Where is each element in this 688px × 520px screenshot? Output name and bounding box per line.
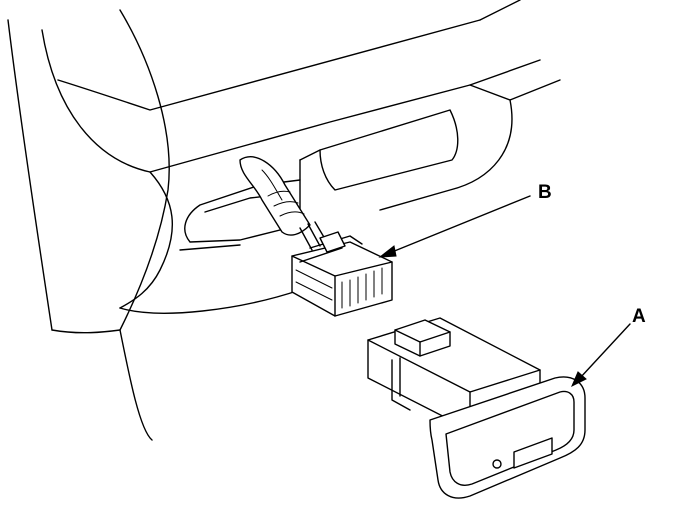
connector-b [291, 231, 393, 317]
callout-label-b: B [538, 182, 552, 203]
callout-label-a: A [632, 306, 646, 327]
callout-a-arrow [571, 323, 631, 388]
dashboard-panel [7, 0, 561, 441]
wire-harness [239, 156, 329, 251]
callout-b-arrow [378, 195, 531, 258]
switch-a [367, 317, 586, 499]
